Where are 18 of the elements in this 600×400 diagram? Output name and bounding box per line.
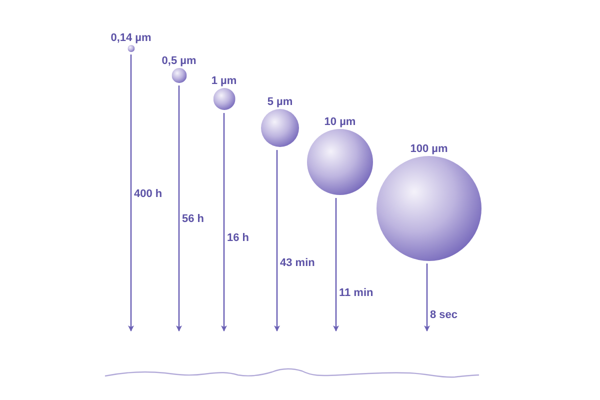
arrow: [128, 54, 134, 332]
time-label: 56 h: [182, 212, 204, 226]
arrow: [333, 198, 339, 332]
time-label: 43 min: [280, 256, 315, 270]
arrow: [274, 150, 280, 332]
size-label: 0,5 µm: [162, 54, 196, 68]
time-label: 400 h: [134, 188, 162, 200]
time-label: 16 h: [227, 232, 250, 244]
time-label: 11 min: [339, 286, 374, 300]
size-label: 5 µm: [267, 96, 293, 109]
size-label: 1 µm: [211, 75, 237, 88]
time-label: 8 sec: [430, 308, 458, 322]
size-label: 10 µm: [324, 116, 356, 129]
size-label: 100 µm: [410, 142, 448, 156]
size-label: 0,14 µm: [110, 32, 152, 44]
arrow: [176, 86, 182, 332]
arrow: [221, 113, 227, 332]
arrow: [424, 264, 430, 332]
